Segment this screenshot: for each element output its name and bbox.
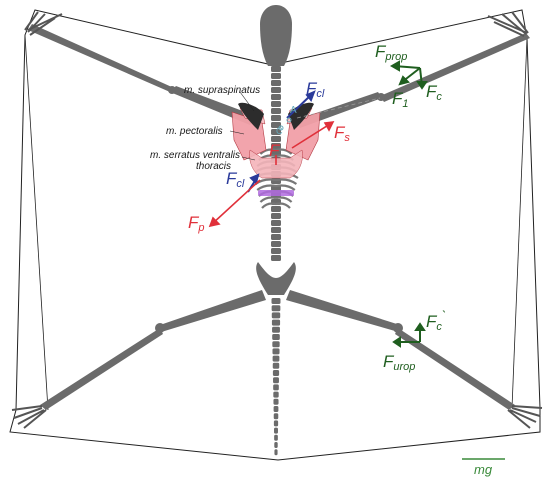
tail-vertebra: [273, 413, 279, 420]
label-f-1: F1: [392, 89, 409, 110]
vertebra: [271, 115, 281, 121]
label-serratus-line1: m. serratus ventralis: [150, 150, 240, 161]
green-force-arrows: [389, 60, 428, 348]
label-f-p: Fp: [188, 213, 205, 234]
tail-vertebra: [272, 370, 280, 376]
vertebra: [271, 220, 281, 226]
purple-marker: [258, 190, 294, 196]
left-hindpaw: [11, 405, 47, 429]
label-point-a: A: [290, 105, 297, 116]
point-a-marker: [286, 117, 292, 123]
vertebra: [271, 234, 281, 240]
vertebra: [271, 66, 281, 72]
vertebra: [271, 227, 281, 233]
tail-vertebra: [272, 355, 280, 362]
tail-vertebrae: [271, 298, 281, 456]
patagium-fold-right: [511, 37, 528, 409]
tail-vertebra: [271, 305, 281, 312]
f-p-arrow: [211, 179, 261, 225]
tail-vertebra: [272, 362, 280, 369]
vertebra: [271, 87, 281, 93]
red-force-arrows: [208, 121, 335, 228]
serratus-leader: [241, 156, 256, 161]
tail-vertebra: [274, 427, 278, 434]
left-forelimb: [24, 11, 256, 125]
vertebra: [271, 241, 281, 247]
vertebra: [271, 101, 281, 107]
rib-left: [259, 196, 277, 203]
vertebra: [271, 143, 281, 149]
rib-right: [275, 202, 291, 209]
vertebra: [271, 206, 281, 212]
tail-vertebra: [273, 377, 279, 384]
tail-vertebra: [274, 449, 278, 456]
label-f-prop: Fprop: [375, 42, 407, 63]
patagium-outline: [9, 9, 541, 461]
label-f-c-prime: Fc`: [426, 308, 446, 333]
tail-vertebra: [274, 434, 278, 441]
rib-left: [259, 148, 277, 155]
tail-vertebra: [271, 298, 281, 304]
tail-vertebra: [273, 406, 279, 412]
vertebra: [271, 129, 281, 135]
patagium-fold-left: [24, 34, 49, 411]
tail-vertebra: [272, 334, 280, 340]
right-forelimb: [296, 11, 530, 128]
rib-right: [275, 184, 296, 191]
tail-vertebra: [273, 391, 279, 398]
rib-right: [275, 148, 293, 155]
label-supraspinatus: m. supraspinatus: [184, 85, 260, 96]
vertebra: [271, 73, 281, 79]
skull: [260, 5, 292, 66]
tail-vertebra: [272, 326, 280, 333]
pelvis: [256, 262, 296, 295]
label-f-c: Fc: [426, 82, 442, 103]
label-pectoralis: m. pectoralis: [166, 126, 223, 137]
right-forepaw: [487, 11, 529, 37]
tail-vertebra: [273, 420, 279, 427]
right-hindlimb: [286, 290, 543, 429]
pectoralis-leader: [229, 130, 245, 135]
label-point-c: C: [276, 126, 283, 136]
label-f-s: Fs: [334, 123, 350, 144]
tail-vertebra: [271, 312, 281, 319]
vertebra: [271, 213, 281, 219]
label-f-cl-top: Fcl: [306, 79, 325, 100]
left-forepaw: [24, 11, 63, 36]
vertebra: [271, 80, 281, 86]
label-serratus-line2: thoracis: [196, 161, 231, 172]
label-f-cl-bottom: Fcl: [226, 169, 245, 190]
tail-vertebra: [272, 348, 280, 355]
rib-right: [275, 196, 293, 203]
rib-left: [256, 184, 277, 191]
scapula-left: [238, 102, 264, 130]
vertebra: [271, 122, 281, 128]
tail-vertebra: [273, 384, 279, 391]
label-mg: mg: [474, 462, 493, 477]
tail-vertebra: [271, 319, 281, 326]
a-to-fc-dashed-line: [296, 97, 381, 119]
vertebra: [271, 108, 281, 114]
right-hindpaw: [507, 405, 543, 429]
vertebra: [271, 255, 281, 261]
rib-right: [275, 178, 298, 185]
tail-vertebra: [273, 398, 279, 405]
left-hindlimb: [11, 290, 266, 429]
vertebra: [271, 94, 281, 100]
tail-vertebra: [272, 341, 280, 348]
label-f-urop: Furop: [383, 352, 415, 373]
tail-vertebra: [274, 442, 278, 448]
f-s-arrow: [291, 123, 331, 149]
rib-left: [261, 202, 277, 209]
vertebra: [271, 248, 281, 254]
vertebra: [271, 136, 281, 142]
vertebra: [271, 150, 281, 156]
point-c-marker: [278, 125, 284, 131]
f-cl-top-arrow: [286, 93, 313, 119]
label-f-center: F: [269, 141, 281, 160]
supraspinatus-leader: [239, 91, 255, 112]
